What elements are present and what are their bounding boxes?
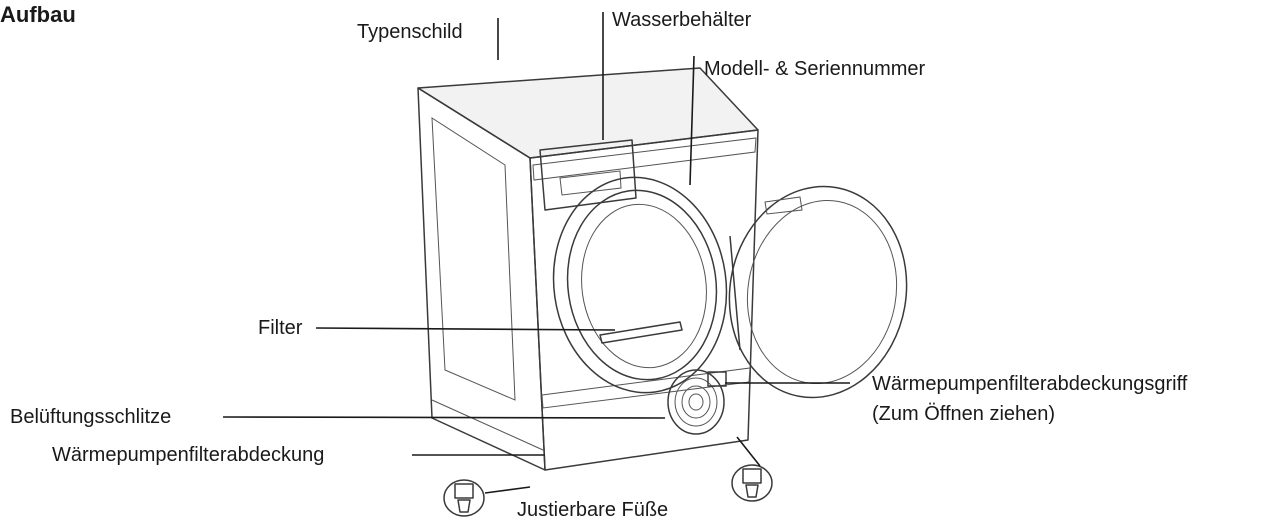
label-typenschild: Typenschild	[357, 21, 463, 43]
label-wasserbehaelter: Wasserbehälter	[612, 9, 752, 31]
label-justierbare-fuesse: Justierbare Füße	[517, 499, 669, 521]
label-waermepumpenfilterabdeckung: Wärmepumpenfilterabdeckung	[52, 444, 325, 466]
label-griff-line2: (Zum Öffnen ziehen)	[872, 403, 1056, 425]
label-modell-seriennummer: Modell- & Seriennummer	[704, 58, 926, 80]
label-filter: Filter	[258, 317, 303, 339]
door-ring	[552, 176, 728, 394]
foot-left	[443, 479, 485, 517]
water-container	[539, 139, 637, 211]
label-griff-line1: Wärmepumpenfilterabdeckungsgriff	[872, 373, 1188, 395]
label-belueftungsschlitze: Belüftungsschlitze	[10, 406, 172, 428]
leader-lines	[222, 12, 850, 494]
diagram-title: Aufbau	[0, 2, 76, 27]
dryer-body	[417, 67, 759, 471]
vent-spiral	[667, 369, 727, 435]
foot-right	[731, 464, 773, 502]
